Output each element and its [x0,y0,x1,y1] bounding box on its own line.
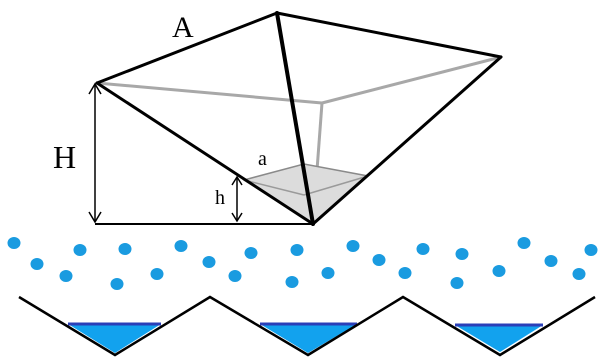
small-pyramid-inner-edge-1 [243,179,305,196]
raindrop [517,237,531,249]
raindrop [455,248,469,260]
pyramid-visible-edges [95,11,503,226]
hidden-rim-edge-left [96,81,323,105]
raindrop [398,267,412,279]
water-fill-2 [260,324,357,353]
raindrops [7,237,598,290]
raindrop [346,240,360,252]
raindrop [285,276,299,288]
raindrop [372,254,386,266]
raindrop [7,237,21,249]
label-small-side: a [258,148,267,170]
lateral-edge-left [95,81,315,226]
rim-edge-back-left [95,11,279,85]
raindrop [30,258,44,270]
raindrop [321,267,335,279]
raindrop [110,278,124,290]
big-height-arrow [88,82,102,224]
lateral-edge-front [275,11,315,226]
container-outline [18,295,596,357]
label-big-side: A [172,11,194,44]
raindrop [290,244,304,256]
raindrop [244,247,258,259]
lateral-edge-right [311,55,503,226]
small-height-arrow [231,175,243,223]
raindrop [174,240,188,252]
raindrop [572,268,586,280]
raindrop [59,270,73,282]
raindrop [492,265,506,277]
raindrop [202,256,216,268]
raindrop [228,270,242,282]
label-small-height: h [215,187,225,209]
label-big-height: H [53,139,76,175]
raindrop [584,244,598,256]
small-pyramid-inner-edge-2 [303,175,369,196]
raindrop [544,255,558,267]
raindrop [450,277,464,289]
containers [18,295,596,357]
dimension-lines [88,82,313,225]
rim-edge-back-right [275,11,503,59]
raindrop [150,268,164,280]
raindrop [416,243,430,255]
raindrop [118,243,132,255]
water-fill-3 [455,325,543,352]
raindrop [73,244,87,256]
hidden-rim-edge-right [321,55,502,105]
water-fill-1 [68,324,161,353]
